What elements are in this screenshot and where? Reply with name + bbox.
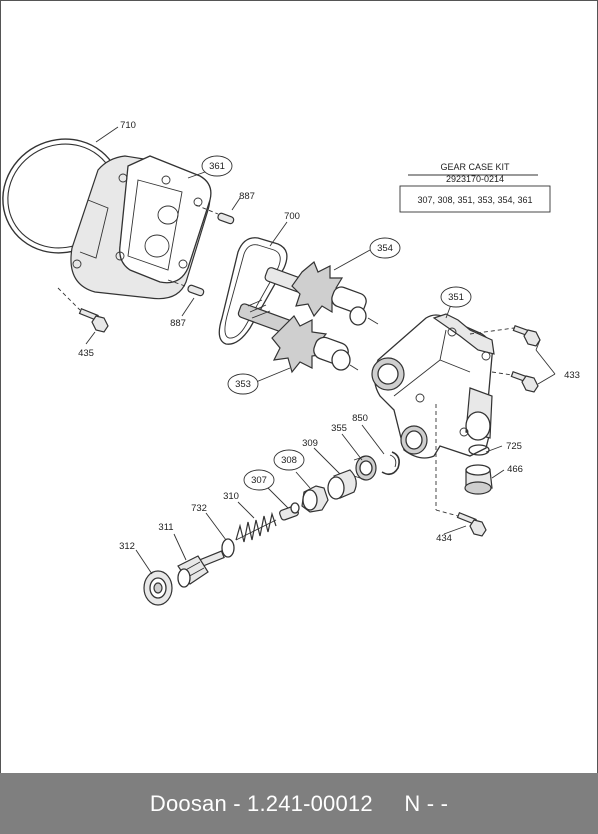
part-309-sleeve [327,469,357,500]
part-433-bolt-upper [469,324,541,347]
callout-labels: 710 361 887 700 354 887 435 351 433 353 … [78,120,580,552]
callout-circles [201,155,472,491]
callout-700: 700 [284,211,300,222]
footer-part-number: 1.241-00012 [247,790,373,816]
part-732-oring [221,538,235,558]
kit-contents: 307, 308, 351, 353, 354, 361 [417,195,532,205]
part-307-piston [279,502,300,521]
exploded-parts-diagram: GEAR CASE KIT 2923170-0214 307, 308, 351… [2,120,580,606]
part-353-gear-shaft [237,299,359,374]
callout-732: 732 [191,503,207,514]
footer-brand: Doosan [149,790,227,816]
footer-suffix: N - - [404,790,449,816]
leader-lines [85,126,556,575]
part-355-bearing [353,455,377,481]
callout-311: 311 [158,522,173,533]
callout-850: 850 [352,413,368,424]
callout-353: 353 [235,379,251,390]
kit-title: GEAR CASE KIT [440,162,510,172]
part-887-pin-lower [167,279,205,297]
footer-separator: - [226,790,248,816]
part-850-snap-ring [381,451,400,476]
callout-435: 435 [78,348,94,359]
kit-number: 2923170-0214 [446,174,504,184]
footer-bar: Doosan - 1.241-00012 N - - [0,773,598,834]
callout-466: 466 [507,464,523,475]
callout-725: 725 [506,441,522,452]
part-354-gear-shaft [264,261,379,326]
callout-307: 307 [251,475,267,486]
part-700-gasket [218,237,288,345]
callout-361: 361 [209,161,225,172]
callout-887-upper: 887 [239,191,255,202]
part-308-spool [301,485,329,513]
gear-case-kit-box: GEAR CASE KIT 2923170-0214 307, 308, 351… [399,162,551,213]
part-433-bolt-lower [491,370,539,393]
part-435-bolt [57,287,109,333]
callout-312: 312 [119,541,135,552]
footer-spacer [373,791,405,817]
part-311-fitting [177,550,225,588]
callout-355: 355 [331,423,347,434]
callout-434: 434 [436,533,452,544]
part-725-oring [468,444,490,456]
part-466-plug [464,464,493,495]
part-434-bolt [435,404,487,537]
part-361-cover [70,155,212,300]
part-312-cap [143,570,173,606]
callout-310: 310 [223,491,239,502]
part-351-gear-case [371,313,495,459]
part-887-pin-upper [195,204,235,225]
part-310-spring [235,511,277,543]
callout-887-lower: 887 [170,318,186,329]
callout-308: 308 [281,455,297,466]
callout-309: 309 [302,438,318,449]
callout-354: 354 [377,243,393,254]
callout-433: 433 [564,370,580,381]
callout-351: 351 [448,292,464,303]
callout-710: 710 [120,120,136,131]
